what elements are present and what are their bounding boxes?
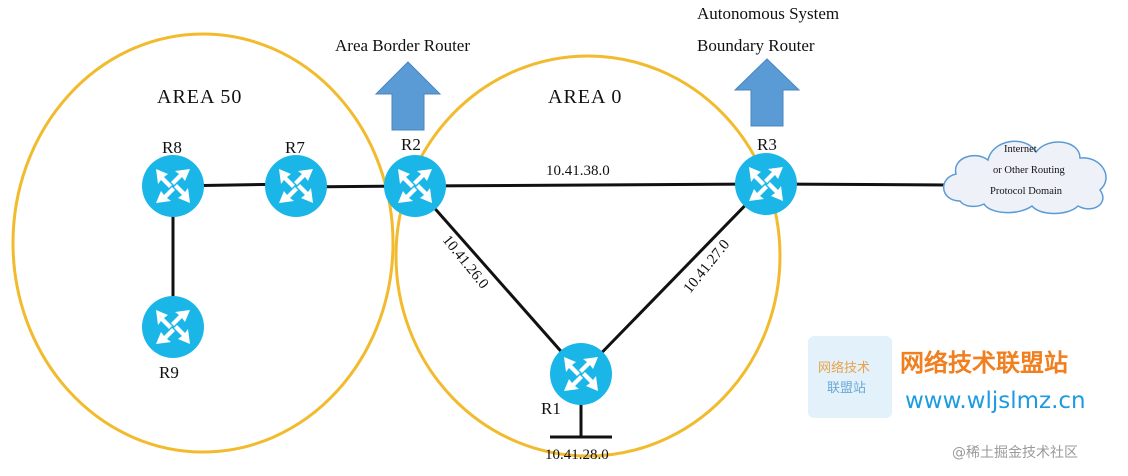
router-r3 <box>735 153 797 215</box>
area-50-label: AREA 50 <box>157 86 242 108</box>
router-r8-label: R8 <box>162 138 182 157</box>
asbr-label-line2: Boundary Router <box>697 36 815 55</box>
cloud-text-line3: Protocol Domain <box>990 186 1063 197</box>
asbr-arrow <box>733 58 801 127</box>
watermark-site-url: www.wljslmz.cn <box>905 388 1086 414</box>
watermark-logo-line2: 联盟站 <box>827 381 866 396</box>
abr-arrow <box>374 61 442 131</box>
cloud-text-line1: Internet <box>1004 144 1037 155</box>
link-r2-r1 <box>413 185 583 375</box>
area-50-circle <box>11 32 395 454</box>
cloud-icon <box>943 140 1107 215</box>
router-r1-label: R1 <box>541 399 561 418</box>
router-r9 <box>142 296 204 358</box>
router-r2 <box>384 155 446 217</box>
router-r1 <box>550 343 612 405</box>
area-0-circle <box>394 54 782 458</box>
cloud-text-line2: or Other Routing <box>993 165 1065 176</box>
watermark-site-name: 网络技术联盟站 <box>900 349 1068 377</box>
router-r8 <box>142 155 204 217</box>
abr-label: Area Border Router <box>335 36 470 55</box>
router-r7 <box>265 155 327 217</box>
router-r3-label: R3 <box>757 135 777 154</box>
watermark-logo-line1: 网络技术 <box>818 360 870 376</box>
area-0-label: AREA 0 <box>548 86 622 108</box>
watermark-logo: 网络技术 联盟站 <box>808 336 892 418</box>
router-r9-label: R9 <box>159 363 179 382</box>
asbr-label-line1: Autonomous System <box>697 4 839 23</box>
network-r1-stub-label: 10.41.28.0 <box>545 447 609 463</box>
router-r2-label: R2 <box>401 135 421 154</box>
router-r7-label: R7 <box>285 138 305 157</box>
credit-text: @稀土掘金技术社区 <box>952 445 1078 461</box>
link-r3-r1 <box>579 182 768 376</box>
network-r2-r3-label: 10.41.38.0 <box>546 163 610 179</box>
link-r2-r3 <box>414 182 767 188</box>
